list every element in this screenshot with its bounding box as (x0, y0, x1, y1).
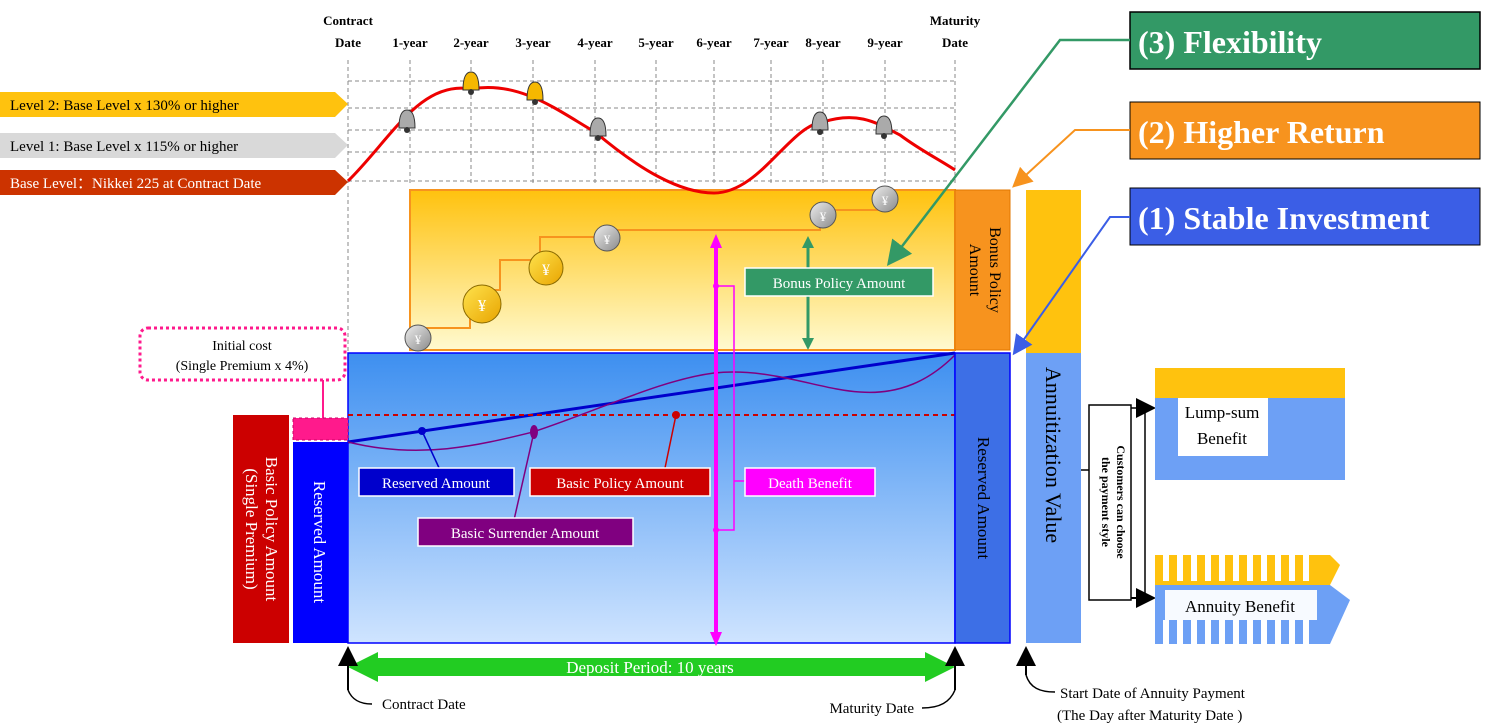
base-level-tag: Base Level：Nikkei 225 at Contract Date (0, 170, 348, 195)
higher-return-callout: (2) Higher Return (1129, 101, 1481, 160)
year-label-2: 2-year (453, 35, 489, 50)
annuity-start-marker: Start Date of Annuity Payment (The Day a… (1016, 646, 1246, 724)
svg-text:Annuity Benefit: Annuity Benefit (1185, 597, 1295, 616)
nikkei-index-curve (346, 86, 956, 195)
reserved-vertical-bar: Reserved Amount (293, 442, 348, 643)
svg-text:¥: ¥ (820, 209, 827, 224)
reserved-amount-area (348, 353, 955, 643)
level-1-tag: Level 1: Base Level x 115% or higher (0, 133, 348, 158)
death-benefit-tag: Death Benefit (744, 467, 876, 497)
svg-text:Customers can choose: Customers can choose (1114, 445, 1128, 559)
basic-policy-amount-tag: Basic Policy Amount (529, 467, 711, 497)
svg-text:Initial cost: Initial cost (212, 339, 272, 354)
svg-text:Contract Date: Contract Date (382, 697, 466, 713)
year-label-3: 3-year (515, 35, 551, 50)
svg-text:Deposit Period: 10 years: Deposit Period: 10 years (566, 658, 734, 677)
annuitization-value-bar: Annuitization Value (1026, 190, 1081, 643)
svg-text:¥: ¥ (882, 193, 889, 208)
svg-text:(1) Stable Investment: (1) Stable Investment (1138, 200, 1430, 236)
svg-text:Death Benefit: Death Benefit (768, 476, 853, 492)
svg-text:Maturity Date: Maturity Date (829, 701, 914, 717)
level-2-label: Level 2: Base Level x 130% or higher (10, 98, 239, 114)
maturity-date-marker: Maturity Date (829, 646, 965, 717)
svg-text:Amount: Amount (966, 244, 983, 297)
yen-coin-3: ¥ (528, 250, 564, 286)
stable-investment-callout: (1) Stable Investment (1129, 187, 1481, 246)
timeline-header: Contract Date 1-year 2-year 3-year 4-yea… (323, 13, 981, 50)
year-label-5: 5-year (638, 35, 674, 50)
reserved-right-vertical-bar: Reserved Amount (954, 352, 1011, 644)
higher-return-pointer (1012, 129, 1130, 188)
reserved-amount-tag: Reserved Amount (358, 467, 515, 497)
yen-coin-2: ¥ (462, 284, 502, 324)
lump-sum-benefit-box: Lump-sum Benefit (1155, 368, 1345, 480)
svg-text:Start Date of Annuity Payment: Start Date of Annuity Payment (1060, 686, 1246, 702)
svg-text:the payment style: the payment style (1099, 457, 1113, 548)
death-benefit-arrow (710, 234, 745, 646)
basic-surrender-amount-tag: Basic Surrender Amount (417, 517, 634, 547)
svg-text:Basic Policy Amount: Basic Policy Amount (262, 457, 281, 602)
svg-text:¥: ¥ (542, 262, 550, 279)
year-label-1: 1-year (392, 35, 428, 50)
svg-text:Basic Policy Amount: Basic Policy Amount (556, 476, 684, 492)
svg-text:¥: ¥ (478, 296, 487, 315)
bonus-policy-vertical-bar: Bonus Policy Amount (954, 189, 1011, 351)
svg-text:Benefit: Benefit (1197, 429, 1247, 448)
year-label-4: 4-year (577, 35, 613, 50)
svg-text:(Single Premium): (Single Premium) (242, 468, 261, 589)
svg-text:Reserved Amount: Reserved Amount (382, 476, 491, 492)
svg-text:Bonus Policy: Bonus Policy (986, 227, 1003, 313)
yen-coin-4: ¥ (593, 224, 621, 252)
basic-surrender-curve (347, 354, 956, 452)
base-level-label: Base Level：Nikkei 225 at Contract Date (10, 176, 262, 192)
maturity-date-header-line2: Date (942, 35, 968, 50)
svg-text:Bonus Policy Amount: Bonus Policy Amount (773, 276, 906, 292)
maturity-date-header-line1: Maturity (930, 13, 981, 28)
reserved-amount-line (347, 351, 956, 444)
svg-text:Reserved Amount: Reserved Amount (974, 437, 993, 560)
bonus-policy-amount-tag: Bonus Policy Amount (744, 267, 934, 297)
annuity-benefit-box: Annuity Benefit (1155, 555, 1350, 644)
timeline-grid (347, 60, 956, 630)
flexibility-callout: (3) Flexibility (1129, 11, 1481, 70)
initial-cost-box: Initial cost (Single Premium x 4%) (138, 326, 349, 441)
svg-text:Annuitization Value: Annuitization Value (1041, 367, 1066, 543)
svg-text:Reserved Amount: Reserved Amount (310, 481, 329, 604)
contract-date-header-line1: Contract (323, 13, 373, 28)
stable-investment-pointer (1012, 216, 1130, 356)
contract-date-header-line2: Date (335, 35, 361, 50)
level-2-tag: Level 2: Base Level x 130% or higher (0, 92, 348, 117)
deposit-period-arrow: Deposit Period: 10 years (348, 652, 955, 682)
svg-text:Basic Surrender Amount: Basic Surrender Amount (451, 526, 600, 542)
contract-date-marker: Contract Date (338, 646, 466, 713)
year-label-6: 6-year (696, 35, 732, 50)
svg-text:(Single Premium x 4%): (Single Premium x 4%) (176, 359, 309, 374)
svg-text:(2) Higher Return: (2) Higher Return (1138, 114, 1385, 150)
yen-coin-5: ¥ (809, 201, 837, 229)
basic-policy-vertical-bar: Basic Policy Amount (Single Premium) (233, 415, 289, 643)
year-label-9: 9-year (867, 35, 903, 50)
payment-style-box: Customers can choose the payment style (1081, 398, 1156, 608)
year-label-7: 7-year (753, 35, 789, 50)
svg-text:Lump-sum: Lump-sum (1185, 403, 1260, 422)
svg-text:¥: ¥ (415, 332, 422, 347)
svg-text:(3) Flexibility: (3) Flexibility (1138, 24, 1322, 60)
year-label-8: 8-year (805, 35, 841, 50)
flexibility-pointer (886, 38, 1130, 266)
yen-coin-icons: ¥ ¥ ¥ ¥ ¥ ¥ (404, 185, 899, 352)
level-1-label: Level 1: Base Level x 115% or higher (10, 139, 238, 155)
yen-coin-6: ¥ (871, 185, 899, 213)
bell-icons (398, 71, 893, 141)
svg-text:(The Day after Maturity Date ): (The Day after Maturity Date ) (1057, 708, 1242, 724)
yen-coin-1: ¥ (404, 324, 432, 352)
svg-text:¥: ¥ (604, 232, 611, 247)
